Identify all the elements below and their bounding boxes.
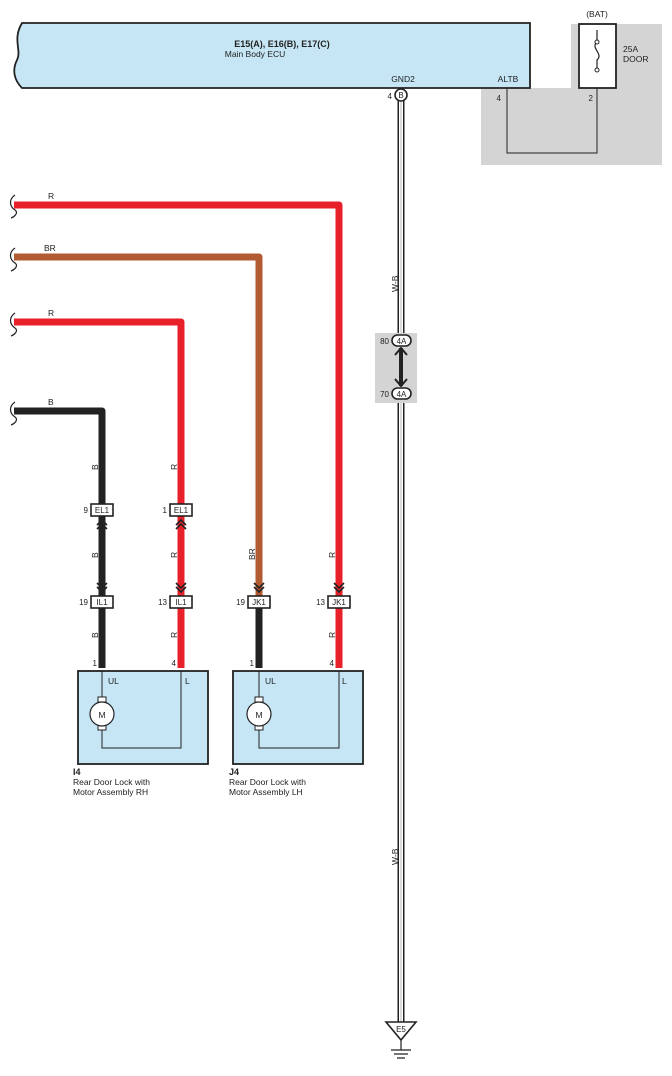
lh-l-wire-bot: R xyxy=(327,632,337,638)
ecu-gnd-conn-id: B xyxy=(398,91,403,100)
lh-ul-jk-conn: JK1 xyxy=(252,598,266,607)
ground-wire-label-lower: W-B xyxy=(390,848,400,865)
rh-l-el-pin: 1 xyxy=(163,506,168,515)
fuse-pin-left: 4 xyxy=(497,94,502,103)
rh-l-motor-pin: 4 xyxy=(172,659,177,668)
rh-ul-wire-top: B xyxy=(90,464,100,470)
wire-break-marks xyxy=(9,194,18,426)
ground-wire-label-upper: W-B xyxy=(390,275,400,292)
ecu-subtitle: Main Body ECU xyxy=(225,49,285,59)
lh-ul-wire-top: BR xyxy=(247,548,257,560)
junction-pin-bottom: 70 xyxy=(380,390,389,399)
rh-motor-id: I4 xyxy=(73,767,81,777)
lh-ul-jk-pin: 19 xyxy=(236,598,245,607)
rh-ul-wire-mid: B xyxy=(90,552,100,558)
lh-motor-name-1: Rear Door Lock with xyxy=(229,777,306,787)
junction-4a: 80 4A 70 4A xyxy=(375,333,417,403)
fuse-pin-right: 2 xyxy=(589,94,594,103)
circuit-lh-ul: BR 19 JK1 1 xyxy=(236,548,271,668)
wire-r-rh-l xyxy=(14,318,185,668)
ecu-gnd-pin: 4 xyxy=(388,92,393,101)
ecu-gnd-connector: 4 B xyxy=(388,88,408,102)
junction-conn-top: 4A xyxy=(397,337,407,346)
lh-term-l: L xyxy=(342,676,347,686)
rh-l-il-conn: IL1 xyxy=(175,598,187,607)
rh-ul-il-pin: 19 xyxy=(79,598,88,607)
ecu-title: E15(A), E16(B), E17(C) xyxy=(234,39,330,49)
lh-motor-symbol: M xyxy=(255,710,262,720)
lh-motor-name-2: Motor Assembly LH xyxy=(229,787,303,797)
wire-b-rh-ul xyxy=(14,407,106,668)
motor-assembly-lh: UL L M J4 Rear Door Lock with Motor Asse… xyxy=(229,670,364,797)
fuse-rating: 25A xyxy=(623,44,638,54)
lh-l-motor-pin: 4 xyxy=(330,659,335,668)
rh-ul-il-conn: IL1 xyxy=(96,598,108,607)
wire-br-lh-ul xyxy=(14,253,263,596)
ground-e5: E5 xyxy=(384,1021,418,1059)
rh-ul-el-pin: 9 xyxy=(84,506,89,515)
lh-l-jk-pin: 13 xyxy=(316,598,325,607)
ground-id: E5 xyxy=(396,1025,406,1034)
wire-label-w2: BR xyxy=(44,243,56,253)
lh-term-ul: UL xyxy=(265,676,276,686)
rh-ul-motor-pin: 1 xyxy=(93,659,98,668)
rh-ul-el-conn: EL1 xyxy=(95,506,110,515)
rh-l-el-conn: EL1 xyxy=(174,506,189,515)
lh-motor-id: J4 xyxy=(229,767,239,777)
rh-ul-wire-bot: B xyxy=(90,632,100,638)
wire-label-w3: R xyxy=(48,308,54,318)
lh-ul-motor-pin: 1 xyxy=(250,659,255,668)
lh-l-jk-conn: JK1 xyxy=(332,598,346,607)
circuit-rh-ul: B 9 EL1 B 19 IL1 B 1 xyxy=(79,464,114,668)
junction-conn-bottom: 4A xyxy=(397,390,407,399)
rh-motor-name-1: Rear Door Lock with xyxy=(73,777,150,787)
fuse-area-shading xyxy=(481,88,662,165)
wire-r-lh-l xyxy=(14,201,343,668)
fuse-source-label: (BAT) xyxy=(586,9,608,19)
rh-motor-symbol: M xyxy=(98,710,105,720)
rh-l-wire-top: R xyxy=(169,464,179,470)
main-body-ecu: E15(A), E16(B), E17(C) Main Body ECU GND… xyxy=(13,22,531,89)
rh-term-l: L xyxy=(185,676,190,686)
junction-pin-top: 80 xyxy=(380,337,389,346)
rh-l-wire-mid: R xyxy=(169,552,179,558)
motor-assembly-rh: UL L M I4 Rear Door Lock with Motor Asse… xyxy=(73,670,209,797)
rh-term-ul: UL xyxy=(108,676,119,686)
circuit-rh-l: R 1 EL1 R 13 IL1 R 4 xyxy=(158,464,193,668)
rh-l-wire-bot: R xyxy=(169,632,179,638)
lh-l-wire-top: R xyxy=(327,552,337,558)
door-fuse: (BAT) 25A DOOR 4 2 xyxy=(497,9,649,154)
rh-l-il-pin: 13 xyxy=(158,598,167,607)
ecu-altb-label: ALTB xyxy=(498,74,519,84)
wire-label-w4: B xyxy=(48,397,54,407)
circuit-lh-l: R 13 JK1 R 4 xyxy=(316,552,351,668)
fuse-name: DOOR xyxy=(623,54,649,64)
ecu-gnd2-label: GND2 xyxy=(391,74,415,84)
wire-label-w1: R xyxy=(48,191,54,201)
rh-motor-name-2: Motor Assembly RH xyxy=(73,787,148,797)
